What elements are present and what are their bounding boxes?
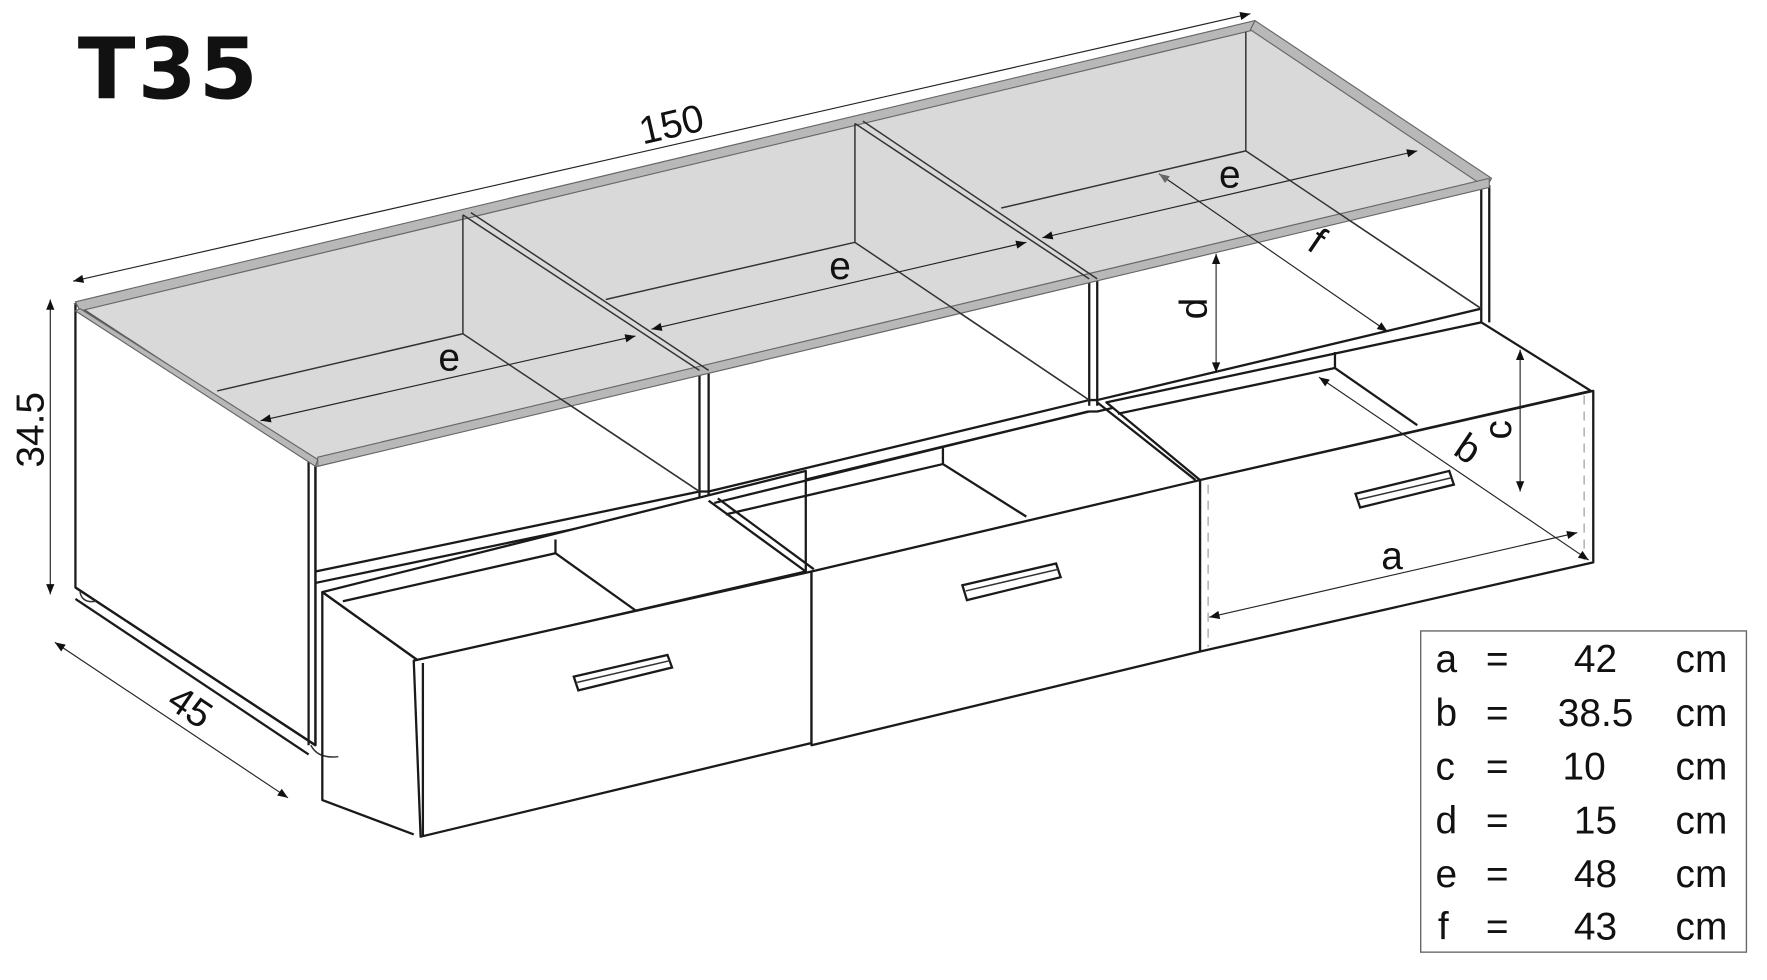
svg-text:38.5: 38.5 [1558,692,1634,735]
label-e-middle: e [829,245,851,288]
legend-row-f: f = 43 cm [1438,906,1728,949]
label-d: d [1173,298,1216,320]
dimension-lines [46,11,1590,799]
svg-text:cm: cm [1676,746,1728,789]
label-e-left: e [438,336,460,379]
svg-text:cm: cm [1676,799,1728,842]
svg-text:cm: cm [1676,692,1728,735]
depth-label: 45 [160,678,220,738]
legend-row-b: b = 38.5 cm [1436,692,1728,735]
svg-text:=: = [1486,638,1509,681]
dimensions-legend: a = 42 cm b = 38.5 cm c = 10 cm d = 15 c… [1420,630,1748,953]
svg-text:cm: cm [1676,906,1728,949]
svg-text:=: = [1486,692,1509,735]
legend-row-d: d = 15 cm [1436,799,1728,842]
svg-text:f: f [1438,906,1449,949]
svg-text:b: b [1436,692,1458,735]
svg-text:=: = [1486,746,1509,789]
drawer-left-handle[interactable] [572,653,674,692]
drawer-middle-handle[interactable] [960,562,1063,602]
svg-text:a: a [1436,638,1458,681]
drawer-middle-front[interactable] [810,478,1202,747]
label-a: a [1381,535,1403,578]
width-label: 150 [635,97,708,153]
svg-text:10: 10 [1563,746,1606,789]
legend-row-e: e = 48 cm [1436,853,1728,896]
depth-dimension-line [54,641,289,799]
svg-text:c: c [1436,746,1455,789]
svg-text:=: = [1486,799,1509,842]
label-c: c [1477,420,1520,439]
svg-text:=: = [1486,853,1509,896]
svg-text:48: 48 [1574,853,1617,896]
svg-text:cm: cm [1676,638,1728,681]
width-dimension-line [73,11,1251,283]
svg-text:15: 15 [1574,799,1617,842]
svg-text:42: 42 [1574,638,1617,681]
svg-text:=: = [1486,906,1509,949]
height-label: 34.5 [9,392,52,468]
legend-box [1420,630,1748,953]
legend-row-c: c = 10 cm [1436,746,1728,789]
svg-text:e: e [1436,853,1458,896]
model-title: T35 [78,19,260,118]
legend-row-a: a = 42 cm [1436,638,1728,681]
svg-text:43: 43 [1574,906,1617,949]
label-e-right: e [1219,153,1241,196]
svg-text:cm: cm [1676,853,1728,896]
svg-text:d: d [1436,799,1458,842]
drawer-left[interactable] [321,469,813,838]
